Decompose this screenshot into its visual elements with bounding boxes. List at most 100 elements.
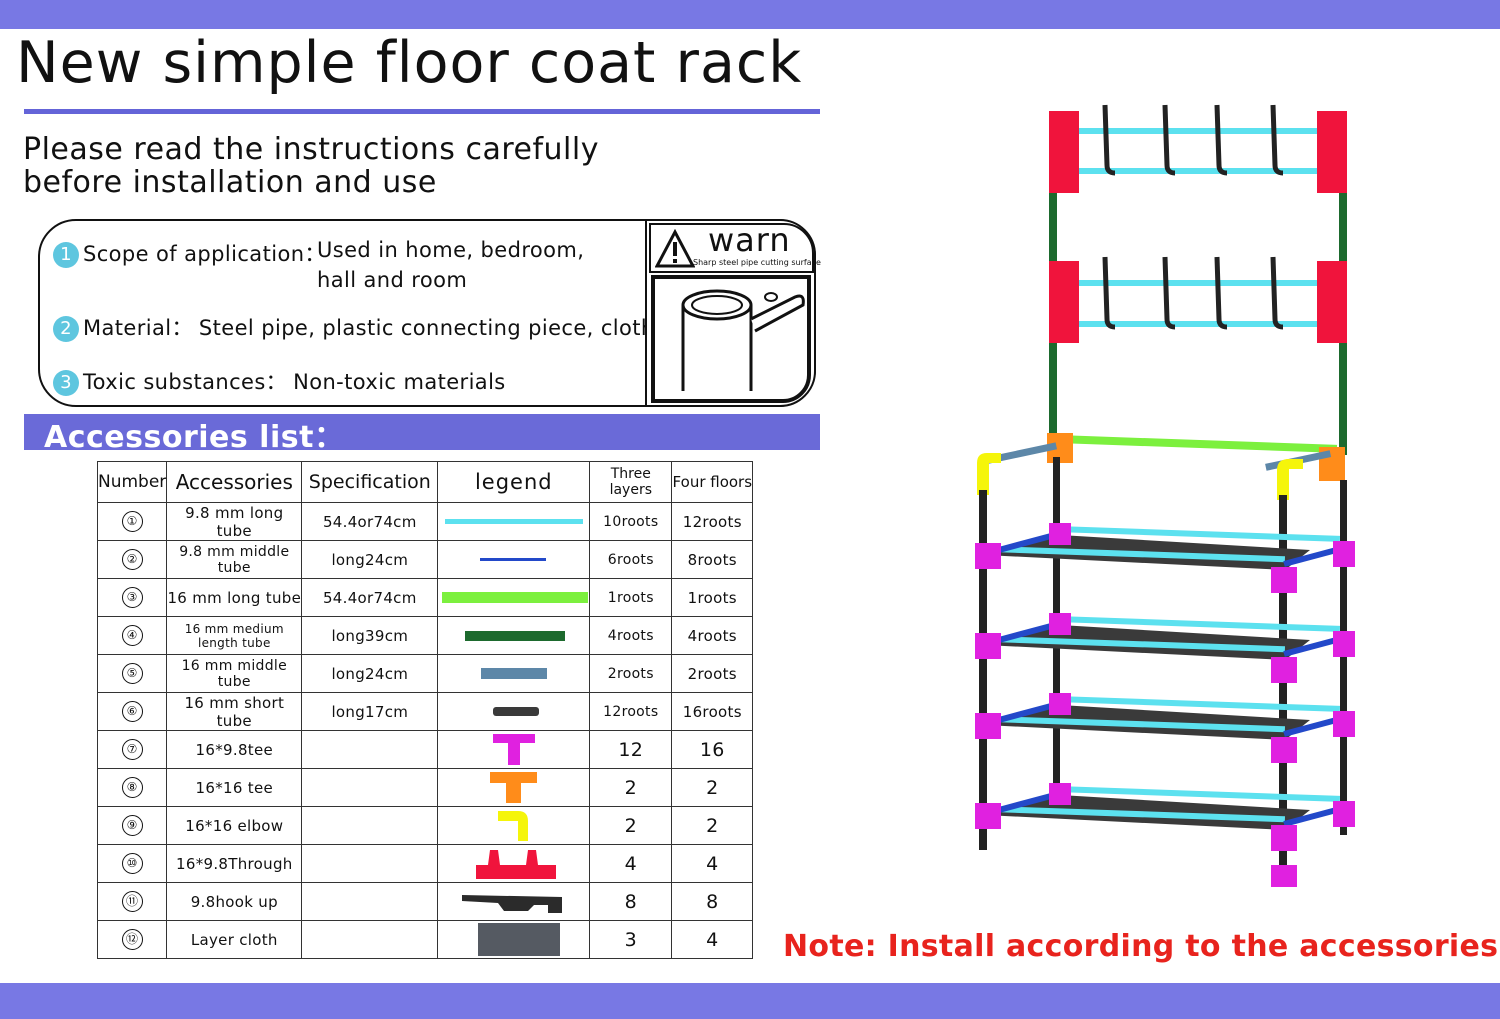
header-legend: legend: [437, 461, 591, 503]
row-number: ⑧: [121, 777, 143, 798]
cell-three-layers: 2roots: [589, 654, 673, 693]
cell-accessory: Layer cloth: [166, 920, 303, 959]
steel-blue-tube-icon: [438, 655, 589, 692]
cell-four-floors: 16roots: [671, 692, 754, 731]
green-long-tube-icon: [438, 579, 589, 616]
header-three-layers: Three layers: [589, 461, 673, 503]
accessories-table: Number Accessories Specification legend …: [96, 461, 754, 959]
row-number: ⑤: [121, 663, 143, 684]
cell-number: ⑨: [96, 806, 168, 845]
hooks: [1102, 104, 1284, 330]
number-badge: 3: [53, 370, 79, 396]
light-blue-long-tube-icon: [438, 503, 589, 540]
cell-four-floors: 2: [671, 768, 754, 807]
cell-legend: [437, 730, 591, 769]
cell-specification: long24cm: [301, 654, 439, 693]
cell-four-floors: 16: [671, 730, 754, 769]
cell-four-floors: 4roots: [671, 616, 754, 655]
row-number: ⑩: [121, 853, 143, 874]
cell-four-floors: 2: [671, 806, 754, 845]
cell-number: ①: [96, 502, 168, 541]
cell-three-layers: 12: [589, 730, 673, 769]
cell-legend: [437, 692, 591, 731]
shelf-2: [975, 613, 1355, 683]
blue-thin-tube-icon: [438, 541, 589, 578]
cell-four-floors: 4: [671, 844, 754, 883]
cell-accessory: 16 mm middle tube: [166, 654, 303, 693]
info-label: Toxic substances：: [83, 370, 288, 394]
shelf-1: [975, 523, 1355, 593]
cell-specification: long24cm: [301, 540, 439, 579]
info-value: Steel pipe, plastic connecting piece, cl…: [198, 316, 655, 340]
row-number: ⑨: [121, 815, 143, 836]
row-number: ⑫: [121, 929, 143, 950]
intro-line-2: before installation and use: [23, 165, 437, 200]
cell-four-floors: 12roots: [671, 502, 754, 541]
cell-three-layers: 2: [589, 768, 673, 807]
page-title: New simple floor coat rack: [16, 30, 803, 96]
shelf-3: [975, 693, 1355, 763]
accessories-title: Accessories list：: [44, 420, 345, 455]
row-number: ①: [121, 511, 143, 532]
warning-triangle-icon: [655, 229, 695, 268]
leg-back-right: [1340, 480, 1347, 835]
intro-text: Please read the instructions carefully b…: [23, 133, 599, 199]
dark-green-tube-icon: [438, 617, 589, 654]
cell-accessory: 16 mm long tube: [166, 578, 303, 617]
cell-accessory: 16*9.8tee: [166, 730, 303, 769]
cell-accessory: 9.8hook up: [166, 882, 303, 921]
cell-legend: [437, 882, 591, 921]
info-value-scope-2: hall and room: [317, 268, 468, 292]
row-number: ②: [121, 549, 143, 570]
cell-four-floors: 4: [671, 920, 754, 959]
cell-number: ⑤: [96, 654, 168, 693]
row-number: ③: [121, 587, 143, 608]
cell-specification: [301, 768, 439, 807]
top-banner: [0, 0, 1500, 29]
leg-front-left: [979, 490, 987, 850]
cell-specification: [301, 882, 439, 921]
cell-accessory: 16*9.8Through: [166, 844, 303, 883]
row-number: ⑥: [121, 701, 143, 722]
cell-three-layers: 3: [589, 920, 673, 959]
top-green-bar: [1060, 435, 1338, 453]
info-label: Scope of application：: [83, 242, 326, 266]
header-specification: Specification: [301, 461, 439, 503]
info-value: Non-toxic materials: [293, 370, 506, 394]
cell-number: ③: [96, 578, 168, 617]
cell-legend: [437, 920, 591, 959]
cell-number: ④: [96, 616, 168, 655]
cell-three-layers: 8: [589, 882, 673, 921]
info-value-scope: Used in home, bedroom,: [317, 238, 585, 262]
warning-title: warn: [708, 221, 791, 259]
cell-accessory: 16*16 elbow: [166, 806, 303, 845]
cell-accessory: 9.8 mm long tube: [166, 502, 303, 541]
red-through-connector-icon: [438, 845, 589, 882]
cell-four-floors: 8roots: [671, 540, 754, 579]
hook-bars-lower: [1049, 261, 1347, 343]
orange-tee-icon: [438, 769, 589, 806]
hook-bars-upper: [1049, 111, 1347, 193]
cell-legend: [437, 806, 591, 845]
cell-specification: long17cm: [301, 692, 439, 731]
cell-three-layers: 6roots: [589, 540, 673, 579]
cell-number: ⑫: [96, 920, 168, 959]
cell-four-floors: 2roots: [671, 654, 754, 693]
cell-four-floors: 1roots: [671, 578, 754, 617]
warning-header: warn Sharp steel pipe cutting surface: [649, 221, 821, 273]
cell-three-layers: 4roots: [589, 616, 673, 655]
cell-three-layers: 1roots: [589, 578, 673, 617]
pipe-cut-illustration: [651, 275, 811, 403]
leg-front-right: [1279, 495, 1287, 875]
cell-three-layers: 12roots: [589, 692, 673, 731]
